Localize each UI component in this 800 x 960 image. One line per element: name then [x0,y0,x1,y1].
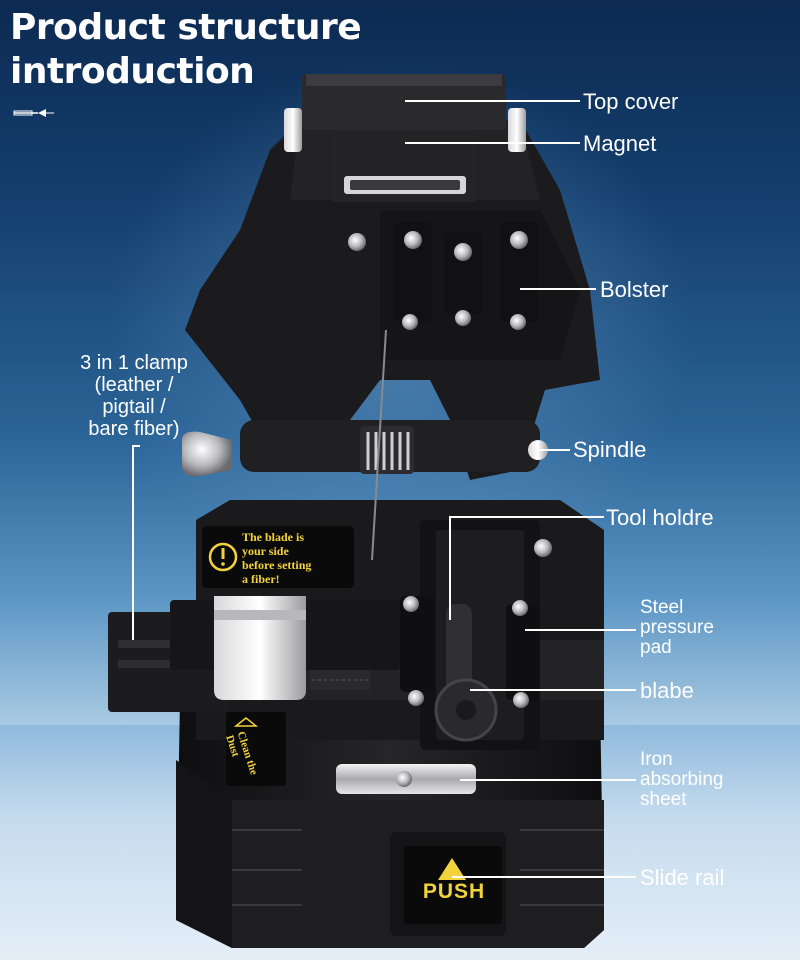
label-top-cover: Top cover [583,89,679,114]
bolster-pads [348,222,538,330]
triangle-up-icon [438,858,466,880]
three-in-one-clamp [108,596,400,712]
top-cover [284,74,526,202]
push-slide [390,832,506,936]
pen-icon [13,109,54,117]
label-bolster: Bolster [600,277,669,302]
label-iron-absorbing-sheet: Iron absorbing sheet [640,749,724,810]
label-steel-pressure-pad: Steel pressure pad [640,597,714,658]
page-title-line-1: Product structure [10,7,362,48]
warning-sticker [202,526,354,588]
warning-sticker-text: The blade is your side before setting a … [242,530,312,586]
spindle-assembly [182,329,548,561]
label-tool-holder: Tool holdre [606,505,714,530]
clean-dust-sticker [226,712,286,786]
label-clamp: 3 in 1 clamp (leather / pigtail / bare f… [80,352,188,440]
blade-area [400,539,552,742]
label-slide-rail: Slide rail [640,865,725,890]
label-magnet: Magnet [583,131,657,156]
page-title-line-2: introduction [10,51,255,92]
label-spindle: Spindle [573,437,647,462]
iron-absorbing-sheet [336,764,476,794]
label-blade: blabe [640,678,694,703]
leader-lines [132,100,636,878]
push-label: PUSH [422,880,486,903]
